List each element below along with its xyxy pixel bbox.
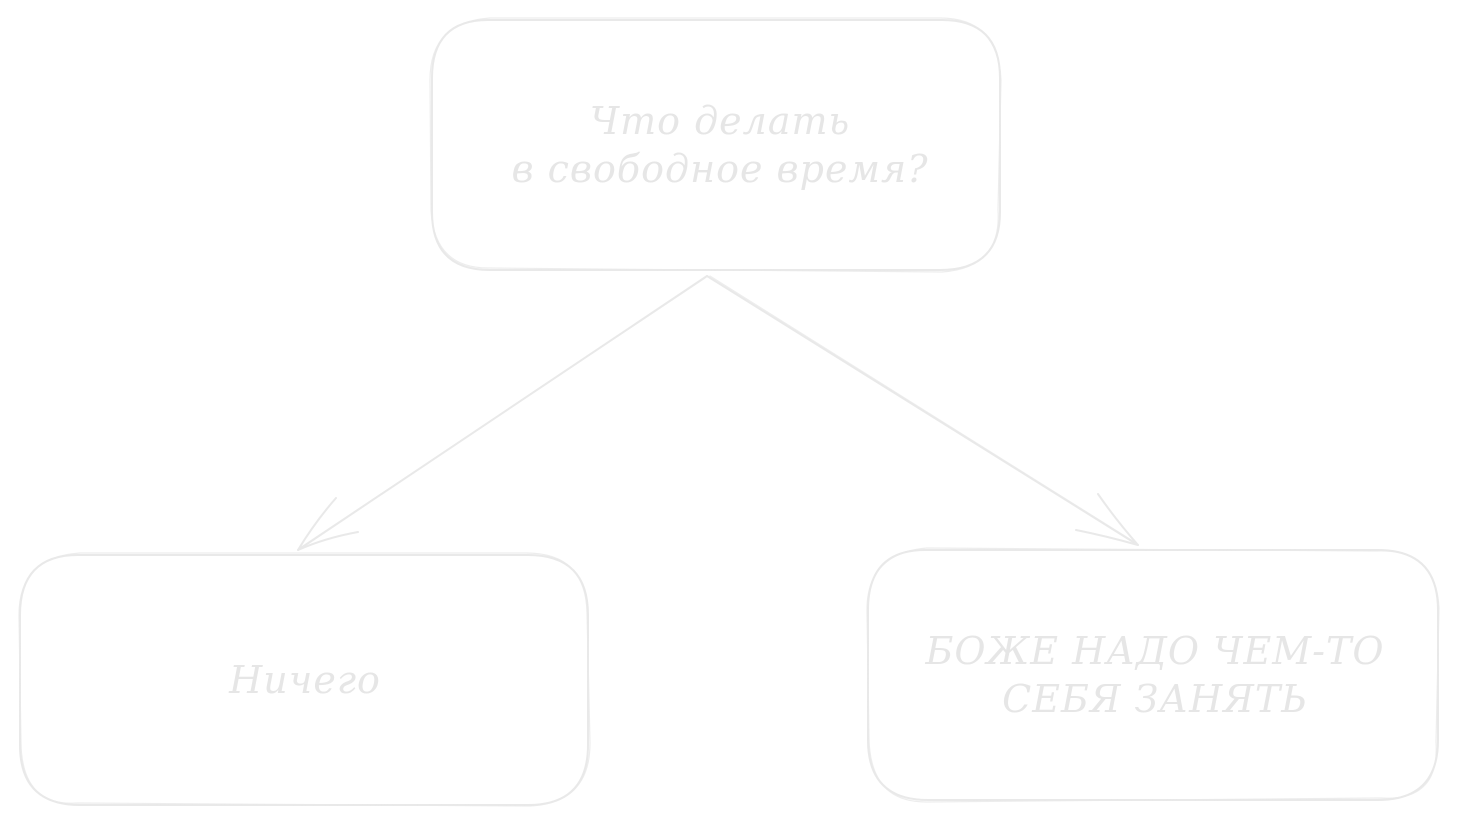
arrow-root-to-left — [297, 275, 708, 551]
node-left-outline-sketch — [18, 552, 591, 807]
node-root-outline-sketch — [429, 17, 1002, 273]
node-left[interactable] — [18, 552, 591, 807]
node-right-label: БОЖЕ НАДО ЧЕМ-ТО СЕБЯ ЗАНЯТЬ — [880, 600, 1430, 750]
node-root-label-line2: в свободное время? — [511, 147, 929, 191]
node-left-label-line1: Ничего — [229, 658, 381, 702]
arrow-root-to-right-shaft-sketch — [709, 275, 1137, 544]
arrow-root-to-left-shaft-sketch — [299, 277, 706, 549]
arrow-root-to-right — [706, 275, 1139, 546]
node-root-label: Что делать в свободное время? — [440, 70, 1000, 220]
node-left-label: Ничего — [30, 620, 580, 740]
node-right-label-line1: БОЖЕ НАДО ЧЕМ-ТО — [925, 629, 1385, 673]
arrow-root-to-left-head — [297, 497, 359, 551]
arrow-root-to-right-shaft — [706, 275, 1139, 546]
node-root[interactable] — [429, 17, 1002, 273]
node-right-label-line2: СЕБЯ ЗАНЯТЬ — [1002, 677, 1308, 721]
arrow-root-to-right-head — [1075, 493, 1139, 546]
node-right[interactable] — [866, 547, 1440, 803]
node-right-outline-sketch — [866, 547, 1440, 803]
node-root-label-line1: Что делать — [589, 99, 851, 143]
